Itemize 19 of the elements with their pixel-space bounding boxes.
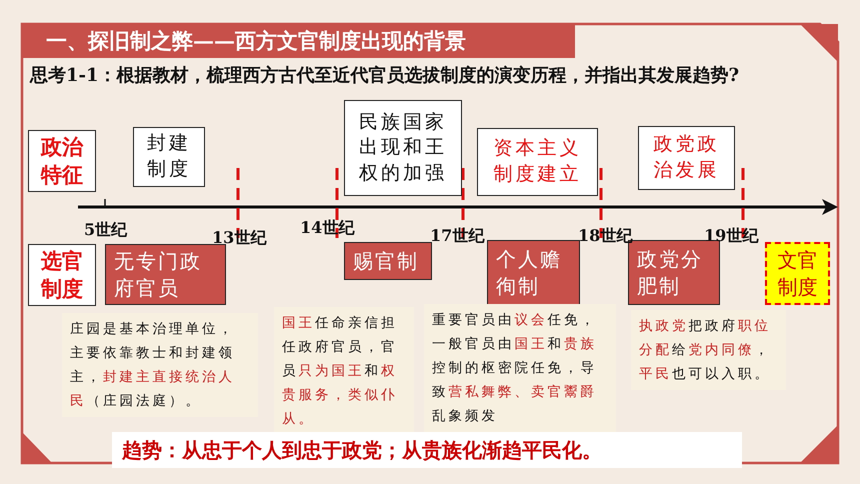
system-box: 赐官制 (344, 242, 432, 280)
note-card: 庄园是基本治理单位，主要依靠教士和封建领主，封建主直接统治人民（庄园法庭）。 (62, 313, 258, 418)
title-banner: 一、探旧制之弊——西方文官制度出现的背景 (22, 24, 575, 58)
feature-box: 政治特征 (28, 130, 96, 192)
century-label: 17世纪 (430, 226, 484, 247)
century-label: 14世纪 (300, 218, 354, 239)
note-card: 执政党把政府职位分配给党内同僚，平民也可以入职。 (631, 310, 786, 390)
system-box: 无专门政府官员 (105, 244, 226, 305)
period-box: 资本主义制度建立 (477, 128, 598, 196)
period-box: 民族国家出现和王权的加强 (344, 100, 462, 196)
highlight-box: 文官制度 (765, 242, 830, 305)
trend-box: 趋势：从忠于个人到忠于政党；从贵族化渐趋平民化。 (112, 432, 742, 468)
note-card: 重要官员由议会任免，一般官员由国王和贵族控制的枢密院任免，导致营私舞弊、卖官鬻爵乱象频发 (424, 304, 616, 432)
period-box: 政党政治发展 (638, 126, 735, 190)
century-label: 5世纪 (84, 220, 128, 241)
feature-box: 选官制度 (28, 244, 96, 306)
period-box: 封建制度 (133, 127, 205, 187)
system-box: 个人赡徇制 (487, 240, 580, 305)
question-text: 思考1-1：根据教材，梳理西方古代至近代官员选拔制度的演变历程，并指出其发展趋势? (30, 64, 740, 88)
